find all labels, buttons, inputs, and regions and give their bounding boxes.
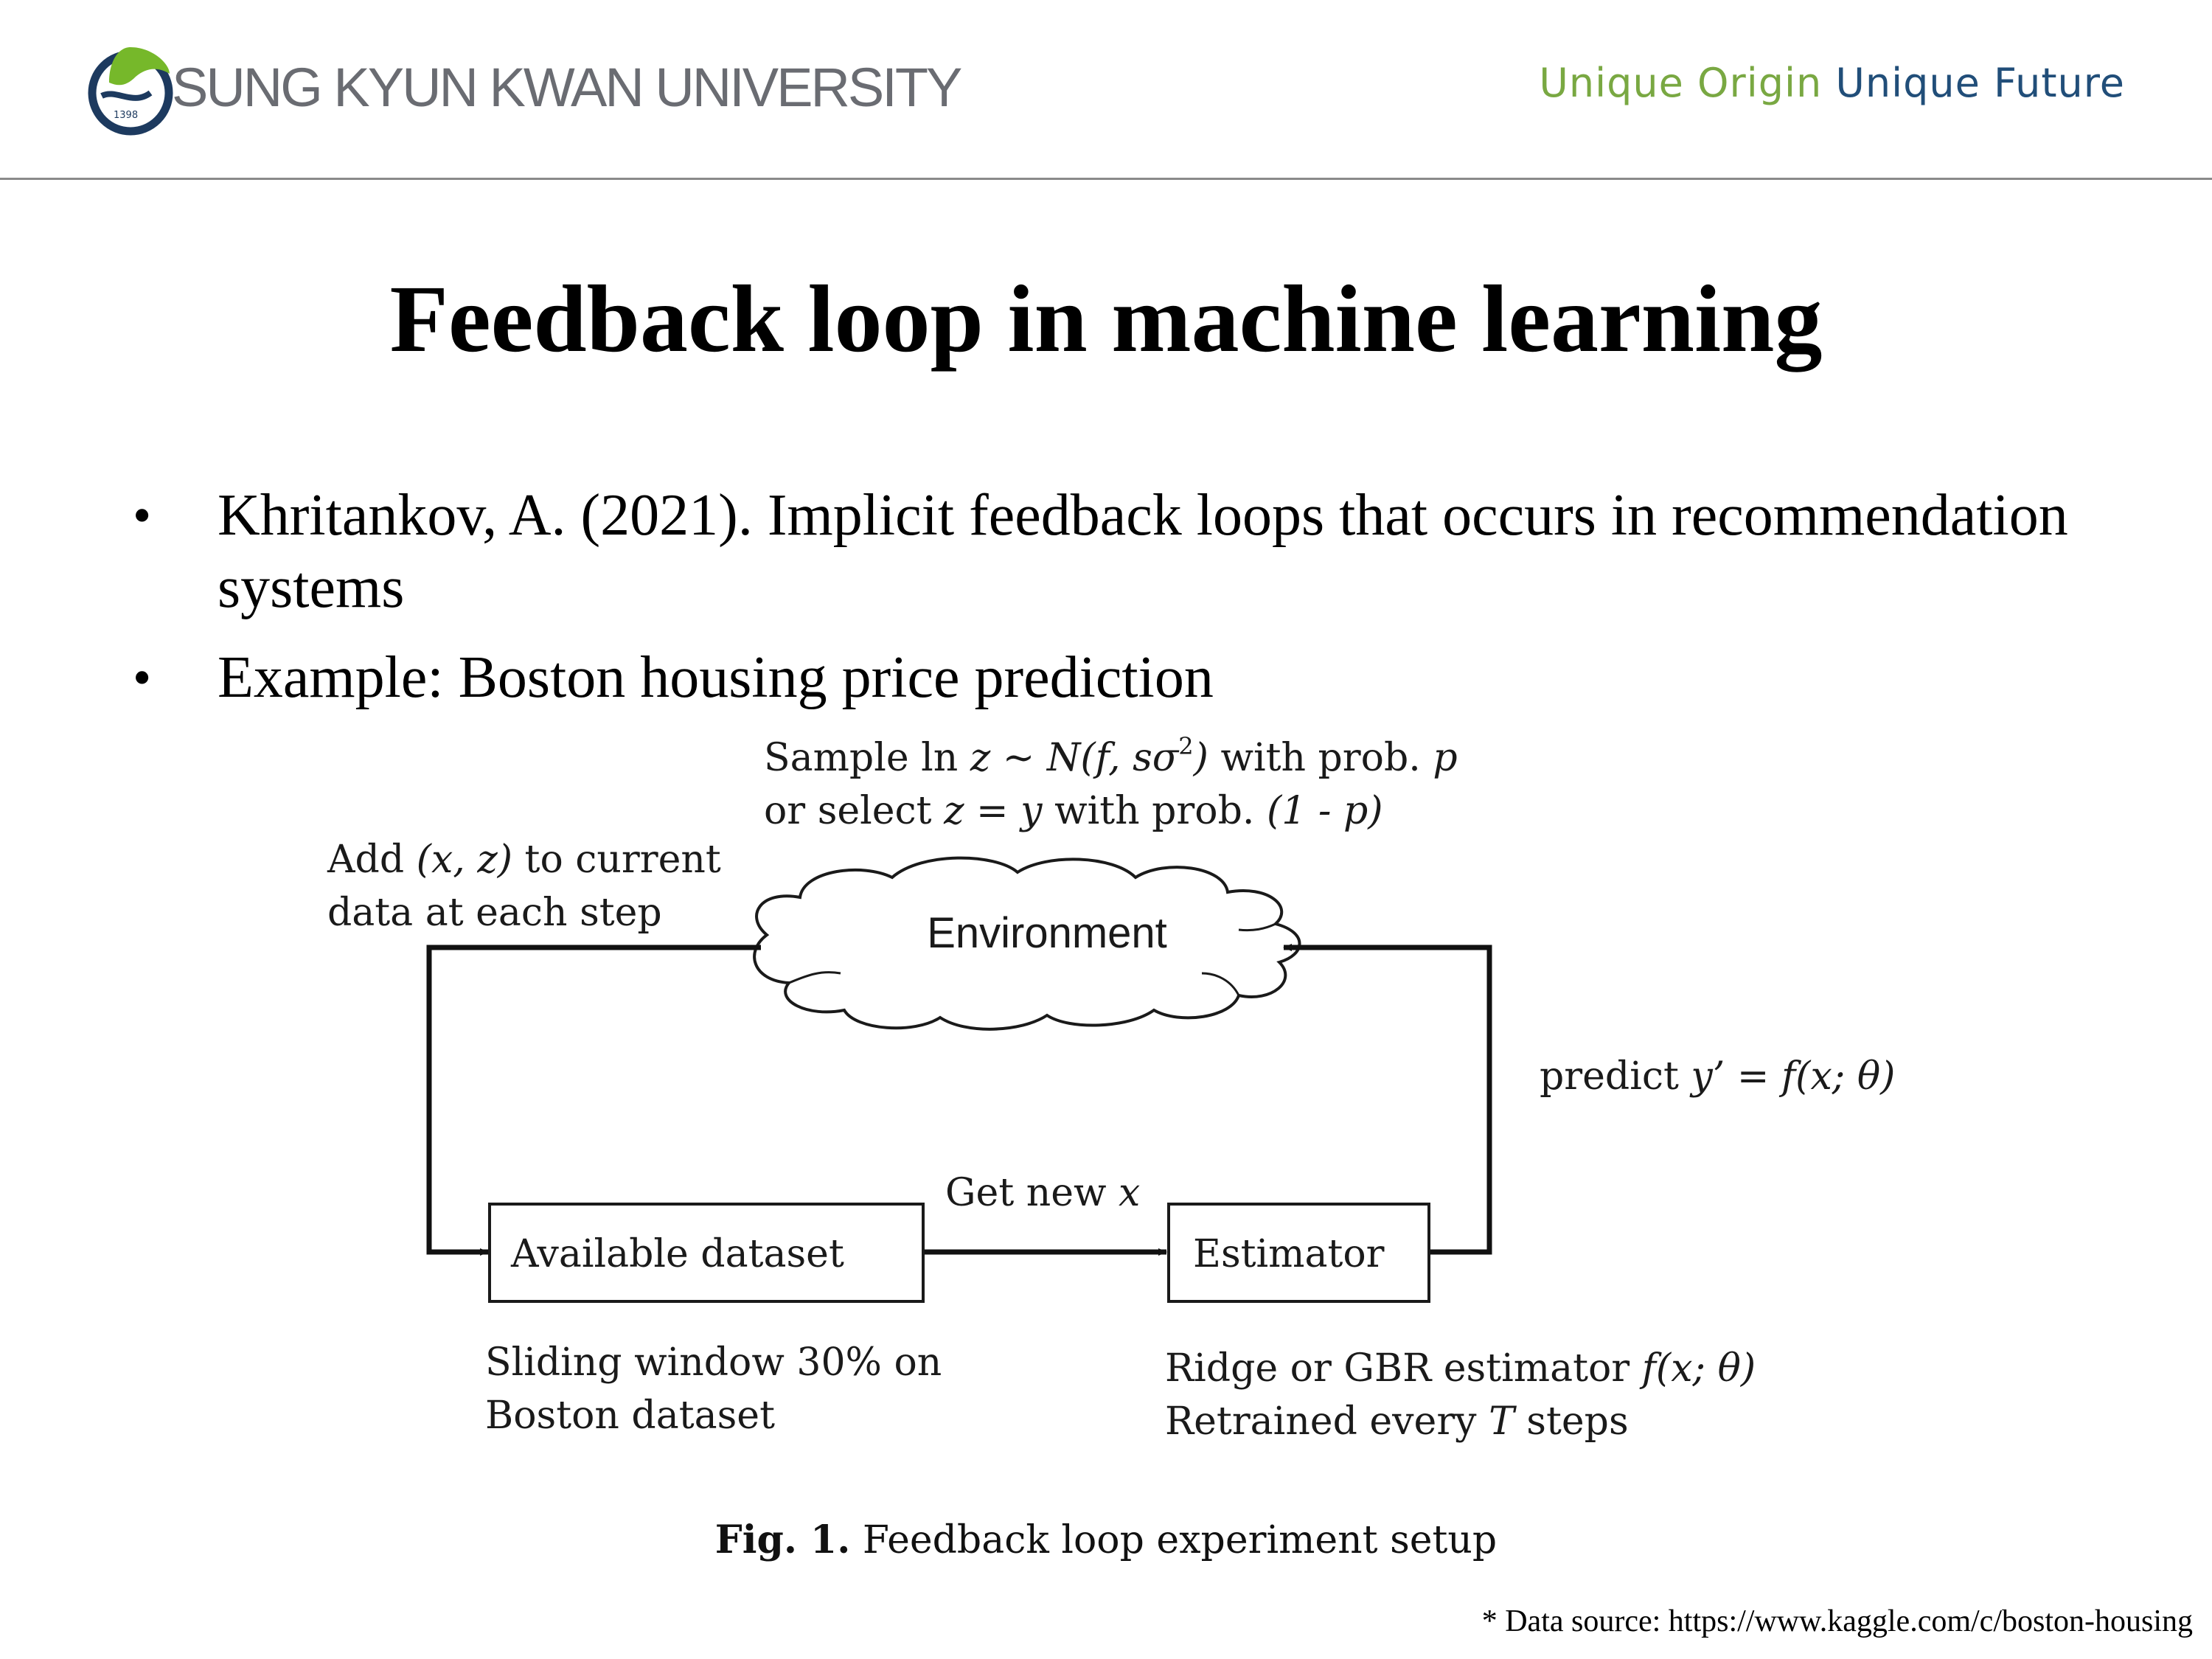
bullet-text: Example: Boston housing price prediction: [218, 645, 1214, 710]
sample-note-line2: or select z = y with prob. (1 - p): [764, 789, 1383, 833]
environment-cloud-shape: [753, 856, 1301, 1031]
sample-note-line1: Sample ln z ~ N(f, sσ2) with prob. p: [764, 732, 1458, 780]
estimator-label: Estimator: [1193, 1232, 1385, 1276]
figure-caption-text: Feedback loop experiment setup: [862, 1518, 1498, 1562]
add-note-line1: Add (x, z) to current: [327, 838, 721, 882]
university-logo-icon: 1398: [88, 47, 173, 136]
estimator-note-line2: Retrained every T steps: [1165, 1399, 1629, 1444]
estimator-box: [1167, 1203, 1430, 1303]
slide-header: 1398 SUNG KYUN KWAN UNIVERSITY Unique Or…: [0, 0, 2212, 180]
bullet-text: Khritankov, A. (2021). Implicit feedback…: [218, 483, 2068, 620]
bullet-list: • Khritankov, A. (2021). Implicit feedba…: [133, 479, 2124, 731]
logo-year: 1398: [114, 110, 138, 121]
bullet-item: • Khritankov, A. (2021). Implicit feedba…: [133, 479, 2124, 624]
tagline: Unique Origin Unique Future: [1539, 63, 2125, 103]
add-note-line2: data at each step: [327, 891, 662, 935]
data-source-note: * Data source: https://www.kaggle.com/c/…: [1481, 1604, 2193, 1638]
environment-label: Environment: [927, 909, 1167, 957]
window-note-line2: Boston dataset: [485, 1394, 775, 1438]
university-name: SUNG KYUN KWAN UNIVERSITY: [172, 57, 962, 118]
bullet-item: • Example: Boston housing price predicti…: [133, 641, 2124, 714]
estimator-note-line1: Ridge or GBR estimator f(x; θ): [1165, 1346, 1756, 1391]
predict-note: predict y’ = f(x; θ): [1540, 1054, 1895, 1099]
available-dataset-box: [488, 1203, 925, 1303]
figure-caption: Fig. 1. Feedback loop experiment setup: [0, 1517, 2212, 1562]
arrow-environment-to-dataset: [426, 945, 761, 1256]
bullet-marker: •: [133, 486, 152, 545]
figure-label: Fig. 1.: [714, 1517, 851, 1562]
arrow-estimator-to-environment: [1283, 944, 1492, 1255]
window-note-line1: Sliding window 30% on: [485, 1340, 942, 1385]
bullet-marker: •: [133, 648, 152, 707]
tagline-future: Unique Future: [1835, 60, 2125, 106]
feedback-loop-diagram: Sample ln z ~ N(f, sσ2) with prob. p or …: [327, 732, 1895, 1444]
available-dataset-label: Available dataset: [510, 1232, 844, 1276]
header-divider: [0, 178, 2212, 180]
slide-title: Feedback loop in machine learning: [389, 266, 1823, 372]
get-new-x-note: Get new x: [945, 1171, 1140, 1215]
tagline-origin: Unique Origin: [1539, 60, 1823, 106]
